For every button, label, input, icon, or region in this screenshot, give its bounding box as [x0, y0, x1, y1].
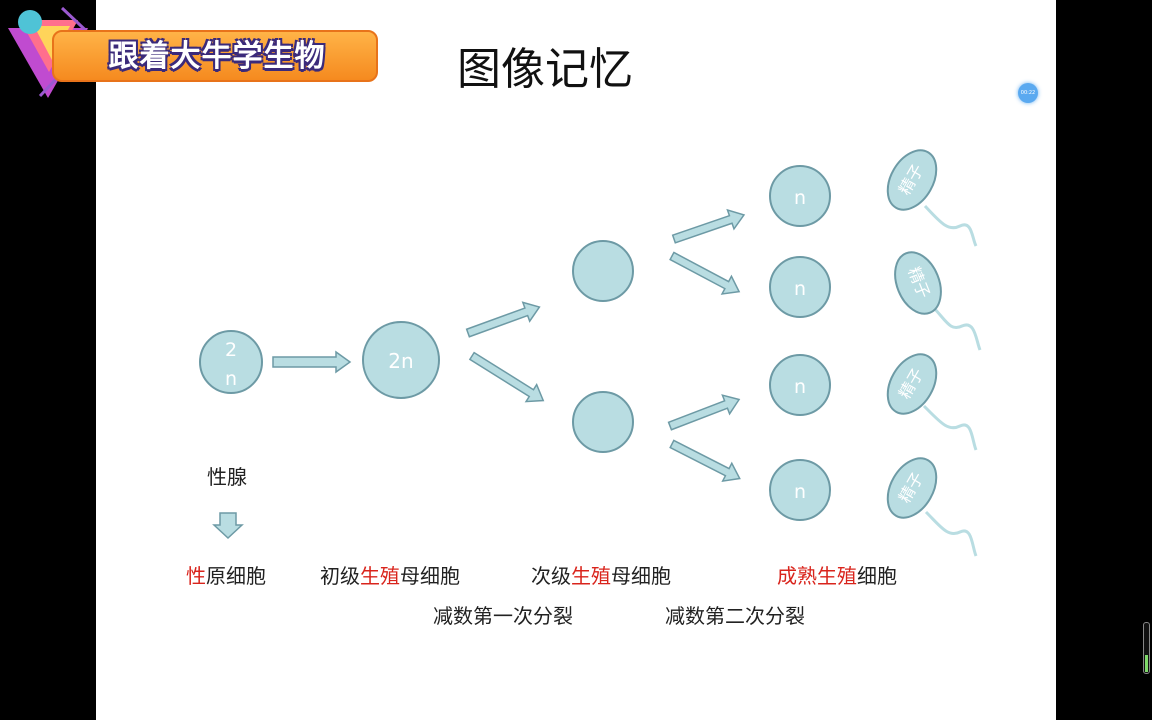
page-title: 图像记忆 — [457, 44, 633, 95]
sperm-cell: 精子 — [894, 251, 982, 351]
timer-dot-icon[interactable]: 00:22 — [1018, 83, 1038, 103]
haploid-label: n — [794, 376, 806, 398]
spermatid-cell: n — [769, 165, 831, 227]
arrow-down-right-icon — [669, 439, 741, 483]
stage-label-spermatogonium: 性原细胞 — [186, 564, 266, 588]
brand-name: 跟着大牛学生物 — [108, 39, 326, 74]
gonad-label: 性腺 — [207, 465, 247, 489]
secondary-spermatocyte-cell — [572, 391, 634, 453]
haploid-label: n — [794, 481, 806, 503]
arrow-up-right-icon — [667, 394, 741, 431]
division-label-first: 减数第一次分裂 — [433, 604, 573, 628]
spermatid-cell: n — [769, 354, 831, 416]
stage-text: 原细胞 — [206, 564, 266, 588]
sperm-cell: 精子 — [886, 457, 978, 557]
arrow-right-icon — [272, 350, 352, 374]
primary-spermatocyte-cell: 2n — [362, 321, 440, 399]
stage-label-secondary: 次级生殖母细胞 — [531, 564, 671, 588]
brand-logo: 跟着大牛学生物 — [0, 0, 400, 100]
secondary-spermatocyte-cell — [572, 240, 634, 302]
stage-highlight: 生殖 — [571, 564, 611, 588]
stage-text: 母细胞 — [611, 564, 671, 588]
stage-highlight: 性 — [186, 564, 206, 588]
stage-text: 细胞 — [857, 564, 897, 588]
sperm-cell: 精子 — [886, 149, 978, 247]
division-label-second: 减数第二次分裂 — [665, 604, 805, 628]
stage-label-mature: 成熟生殖细胞 — [777, 564, 897, 588]
primary-label: 2n — [388, 349, 413, 373]
scroll-handle[interactable] — [1143, 622, 1150, 674]
stage-text: 初级 — [320, 564, 360, 588]
spermatid-cell: n — [769, 256, 831, 318]
arrow-down-right-icon — [468, 351, 545, 403]
stage-text: 母细胞 — [400, 564, 460, 588]
arrow-up-right-icon — [671, 208, 746, 244]
origin-label-bottom: n — [225, 368, 237, 390]
origin-label-top: 2 — [225, 339, 237, 361]
stage-highlight: 成熟生殖 — [777, 564, 857, 588]
haploid-label: n — [794, 278, 806, 300]
stage-label-primary: 初级生殖母细胞 — [320, 564, 460, 588]
stage-text: 次级 — [531, 564, 571, 588]
arrow-down-right-icon — [669, 251, 741, 295]
spermatogonium-cell: 2 n — [199, 330, 263, 394]
spermatid-cell: n — [769, 459, 831, 521]
scroll-fill — [1145, 655, 1148, 672]
arrow-down-icon — [212, 512, 244, 540]
brand-banner — [52, 30, 378, 82]
haploid-label: n — [794, 187, 806, 209]
arrow-up-right-icon — [465, 301, 541, 338]
stage-highlight: 生殖 — [360, 564, 400, 588]
sperm-cell: 精子 — [886, 353, 978, 451]
